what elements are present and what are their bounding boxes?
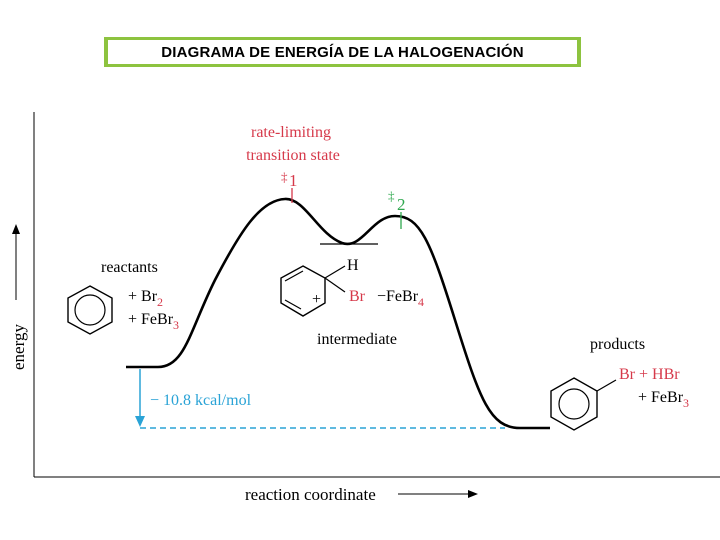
ts1-dagger: ‡ xyxy=(281,169,288,184)
title-banner: DIAGRAMA DE ENERGÍA DE LA HALOGENACIÓN xyxy=(104,37,581,67)
intermediate-counterion: −FeBr4 xyxy=(377,288,424,309)
energy-axis-label: energy xyxy=(9,324,28,370)
intermediate-plus: + xyxy=(312,291,321,308)
product-br-hbr: Br + HBr xyxy=(619,366,680,383)
reactant-br2: + Br2 xyxy=(128,288,163,309)
diagram-title: DIAGRAMA DE ENERGÍA DE LA HALOGENACIÓN xyxy=(108,40,577,64)
intermediate-label: intermediate xyxy=(317,331,397,348)
intermediate-br: Br xyxy=(349,288,366,305)
energy-axis-arrowhead xyxy=(12,224,20,234)
delta-energy-arrowhead xyxy=(135,416,145,427)
ts-title-line2: transition state xyxy=(246,147,340,164)
ts2-number: 2 xyxy=(397,195,406,214)
benzene-ring-reactant xyxy=(67,285,113,335)
intermediate-h: H xyxy=(347,257,359,274)
reactant-febr3: + FeBr3 xyxy=(128,311,179,332)
reactants-label: reactants xyxy=(101,259,158,276)
energy-curve xyxy=(126,197,550,430)
ts2-dagger: ‡ xyxy=(388,188,395,203)
delta-energy-label: − 10.8 kcal/mol xyxy=(150,392,252,409)
reaction-coordinate-arrowhead xyxy=(468,490,478,498)
product-febr3: + FeBr3 xyxy=(638,389,689,410)
reaction-coordinate-label: reaction coordinate xyxy=(245,485,376,504)
ts1-number: 1 xyxy=(289,171,298,190)
arenium-ion-structure xyxy=(280,265,346,317)
benzene-ring-product xyxy=(550,377,617,431)
products-label: products xyxy=(590,336,645,353)
ts-title-line1: rate-limiting xyxy=(251,124,331,141)
